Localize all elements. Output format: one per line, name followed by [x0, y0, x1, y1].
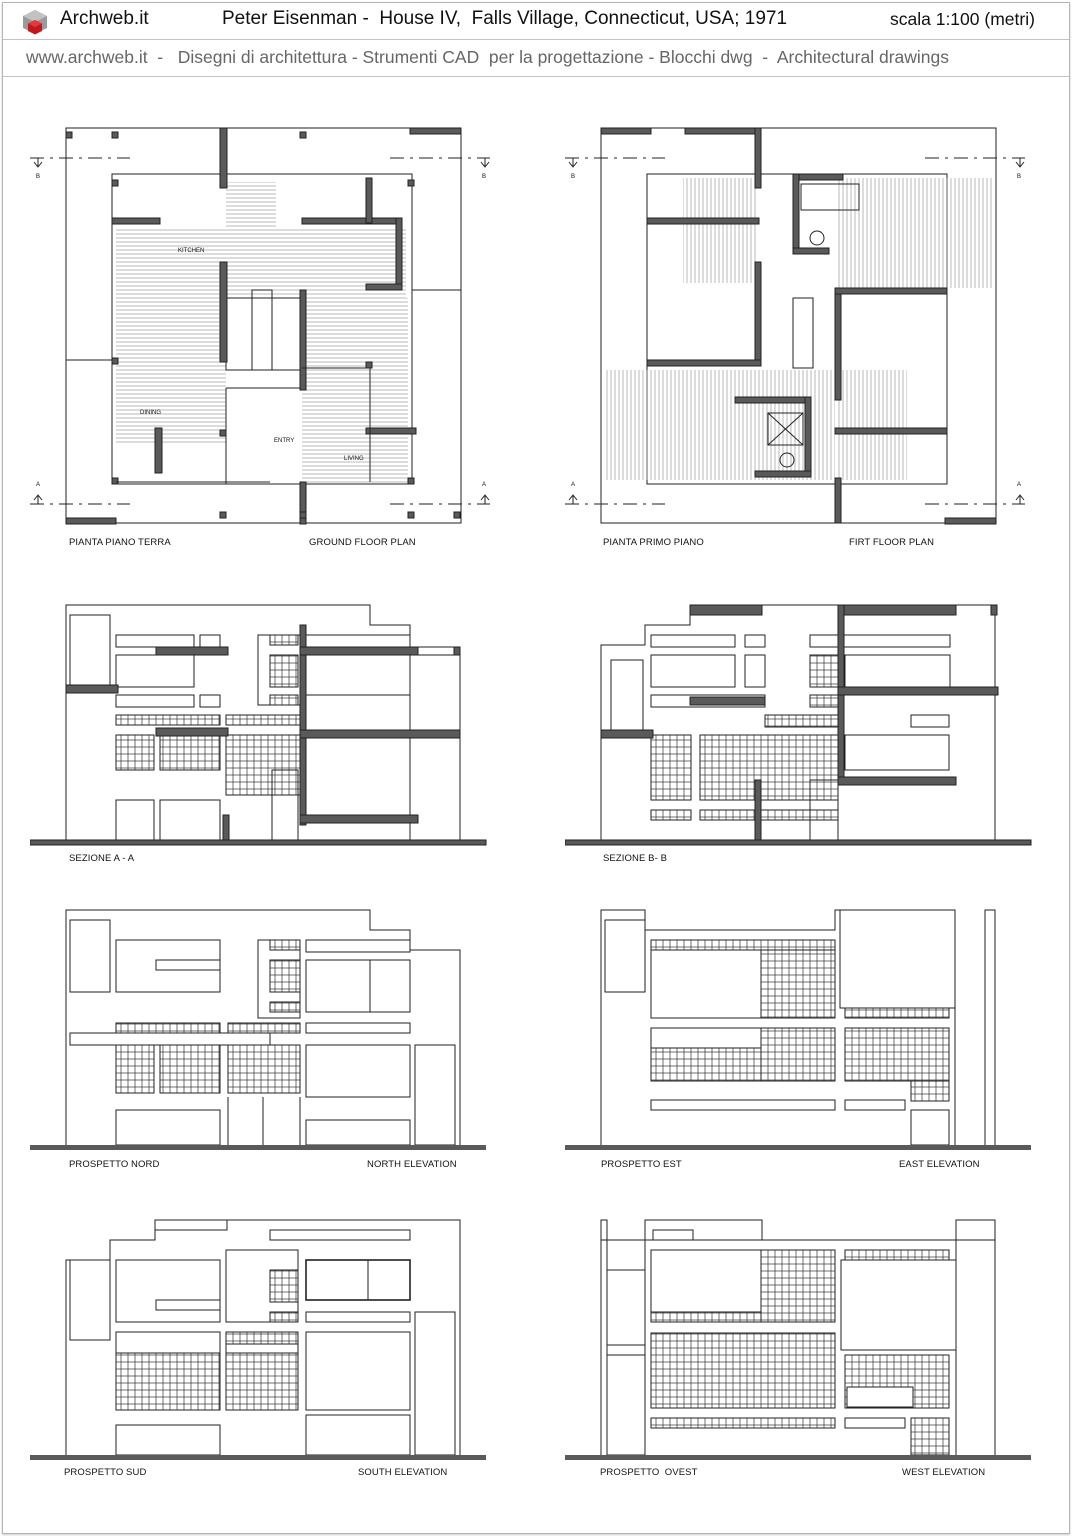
room-living: LIVING — [344, 456, 364, 462]
scale-label: scala 1:100 (metri) — [890, 9, 1035, 29]
north-elevation-label-it: PROSPETTO NORD — [69, 1159, 160, 1170]
room-dining: DINING — [140, 410, 161, 416]
header-bar — [3, 3, 1069, 40]
south-elevation-label-it: PROSPETTO SUD — [64, 1467, 147, 1478]
subtitle-bar — [3, 40, 1069, 77]
svg-text:A: A — [36, 482, 40, 488]
south-elevation-drawing — [30, 1219, 486, 1460]
ground-floor-label-it: PIANTA PIANO TERRA — [69, 537, 171, 548]
svg-text:A: A — [1017, 482, 1021, 488]
page-title: Peter Eisenman - House IV, Falls Village… — [222, 8, 788, 29]
first-floor-label-it: PIANTA PRIMO PIANO — [603, 537, 704, 548]
first-floor-label-en: FIRT FLOOR PLAN — [849, 537, 935, 548]
section-aa-drawing — [30, 604, 487, 846]
west-elevation-label-en: WEST ELEVATION — [902, 1467, 986, 1478]
subtitle: www.archweb.it - Disegni di architettura… — [26, 47, 950, 67]
room-entry: ENTRY — [274, 438, 294, 444]
west-elevation-drawing — [565, 1219, 1031, 1460]
east-elevation-label-en: EAST ELEVATION — [899, 1159, 980, 1170]
east-elevation-label-it: PROSPETTO EST — [601, 1159, 682, 1170]
first-floor-plan: B B A A — [565, 127, 1025, 525]
north-elevation-label-en: NORTH ELEVATION — [367, 1159, 457, 1170]
svg-text:A: A — [571, 482, 575, 488]
section-aa-label: SEZIONE A - A — [69, 853, 135, 864]
ground-floor-label-en: GROUND FLOOR PLAN — [309, 537, 416, 548]
ground-floor-plan: B B A A KITCHEN DINING ENTRY LIVING — [30, 127, 490, 525]
svg-text:A: A — [482, 482, 486, 488]
east-elevation-drawing — [565, 909, 1031, 1150]
svg-text:B: B — [482, 174, 486, 180]
cube-logo-icon — [23, 10, 47, 35]
svg-text:B: B — [36, 174, 40, 180]
south-elevation-label-en: SOUTH ELEVATION — [358, 1467, 448, 1478]
section-bb-label: SEZIONE B- B — [603, 853, 668, 864]
north-elevation-drawing — [30, 909, 486, 1150]
room-kitchen: KITCHEN — [178, 248, 204, 254]
section-bb-drawing — [565, 604, 1032, 846]
west-elevation-label-it: PROSPETTO OVEST — [600, 1467, 698, 1478]
svg-text:B: B — [571, 174, 575, 180]
svg-text:B: B — [1017, 174, 1021, 180]
brand-name: Archweb.it — [60, 8, 149, 29]
